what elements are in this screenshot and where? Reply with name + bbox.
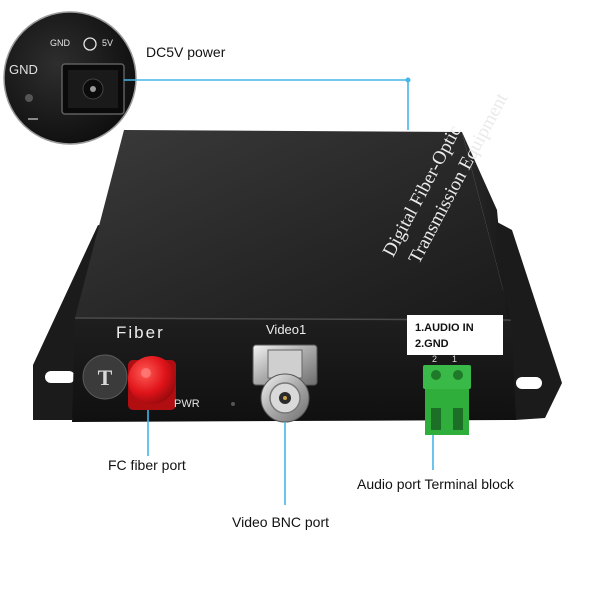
brand-logo: T: [82, 354, 128, 400]
audio-terminal-block: [423, 365, 471, 435]
pwr-label: PWR: [174, 398, 200, 410]
logo-letter: T: [98, 365, 113, 390]
callout-dots: [405, 77, 411, 83]
inset-5v-label: 5V: [102, 38, 113, 48]
fc-fiber-port: [128, 356, 176, 410]
audio-terminal-callout: Audio port Terminal block: [357, 476, 514, 492]
inset-side-gnd: GND: [9, 62, 38, 77]
video-bnc-port-callout: Video BNC port: [232, 514, 330, 530]
fc-fiber-port-callout: FC fiber port: [108, 457, 186, 473]
dc5v-power-callout: DC5V power: [146, 44, 226, 60]
power-inset: GND 5V GND: [3, 11, 137, 145]
pwr-led: [231, 402, 235, 406]
terminal-pin-2: 2: [432, 354, 437, 364]
video-bnc-port: [252, 344, 318, 423]
video1-label: Video1: [266, 322, 306, 337]
fiber-label: Fiber: [116, 323, 165, 342]
device-body: [72, 130, 516, 422]
inset-gnd-label: GND: [50, 38, 71, 48]
audio-legend-line2: 2.GND: [415, 338, 449, 350]
dc-power-jack: [61, 63, 125, 115]
audio-legend-line1: 1.AUDIO IN: [415, 322, 474, 334]
terminal-pin-1: 1: [452, 354, 457, 364]
power-callout-line: [124, 79, 409, 130]
audio-legend-sticker: 1.AUDIO IN 2.GND: [407, 315, 503, 355]
